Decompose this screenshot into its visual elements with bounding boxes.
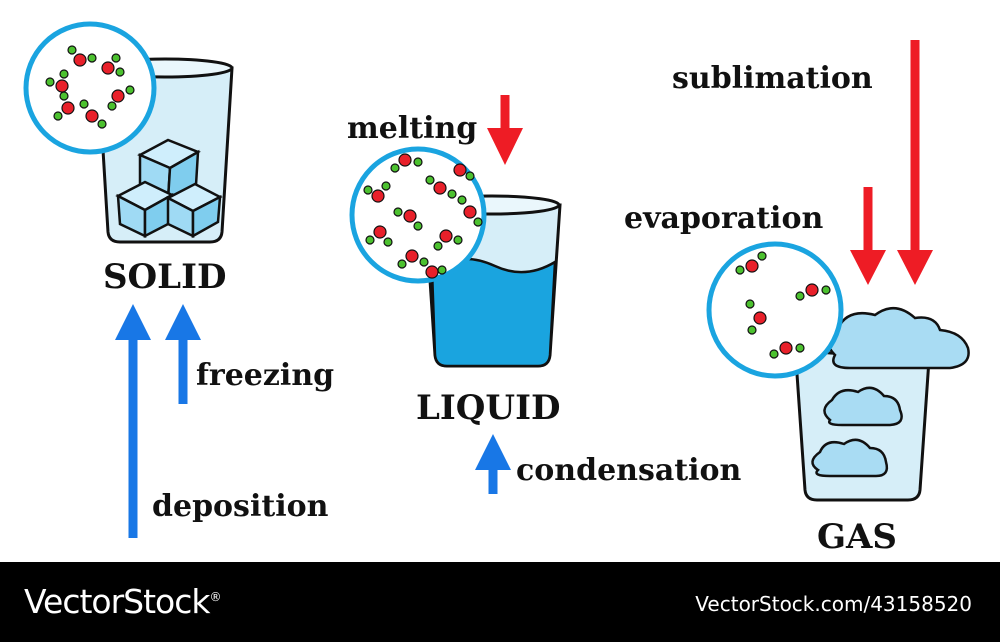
footer-bar: VectorStock® VectorStock.com/43158520 bbox=[0, 562, 1000, 642]
label-freezing: freezing bbox=[196, 358, 334, 393]
brand-logo: VectorStock® bbox=[24, 582, 222, 621]
label-solid: SOLID bbox=[103, 257, 226, 297]
label-condensation: condensation bbox=[516, 453, 742, 488]
label-melting: melting bbox=[347, 111, 477, 146]
ice-cubes bbox=[115, 138, 223, 239]
cloud-icon bbox=[811, 307, 970, 478]
credit-text: VectorStock.com/43158520 bbox=[695, 592, 972, 616]
melting-arrow bbox=[262, 90, 523, 165]
solid-molecules-zoom bbox=[23, 21, 157, 155]
gas-molecules-zoom bbox=[706, 241, 844, 379]
evaporation-arrow bbox=[555, 182, 886, 285]
condensation-arrow bbox=[475, 434, 780, 499]
brand-name: VectorStock bbox=[24, 582, 210, 621]
liquid-molecules-zoom bbox=[349, 146, 487, 284]
deposition-arrow bbox=[115, 304, 780, 543]
freezing-arrow bbox=[165, 304, 400, 409]
label-gas: GAS bbox=[817, 517, 897, 557]
label-evaporation: evaporation bbox=[624, 201, 823, 236]
label-deposition: deposition bbox=[152, 489, 329, 524]
label-sublimation: sublimation bbox=[672, 61, 873, 96]
registered-mark: ® bbox=[209, 590, 222, 604]
sublimation-arrow bbox=[262, 35, 933, 285]
gas-glass bbox=[793, 307, 970, 502]
label-liquid: LIQUID bbox=[416, 388, 560, 428]
